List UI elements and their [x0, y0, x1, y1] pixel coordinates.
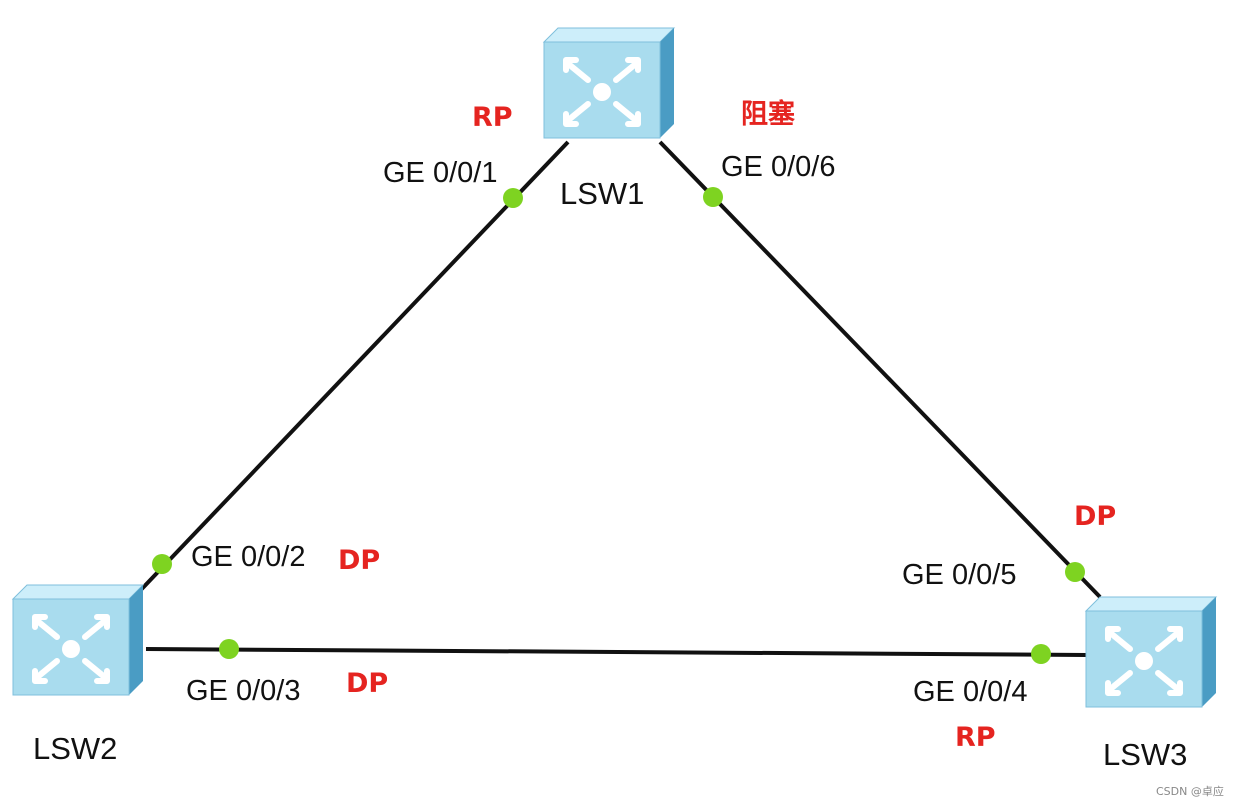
port-label-lsw3-g5: GE 0/0/5: [902, 559, 1017, 591]
port-dot-lsw3-g4: [1031, 644, 1051, 664]
port-role-lsw3-g5: DP: [1074, 501, 1117, 532]
switch-lsw3[interactable]: [1086, 597, 1216, 707]
link-lsw2-lsw3: [145, 647, 1087, 657]
l3-switch-icon: [544, 28, 674, 138]
port-role-lsw1-g6: 阻塞: [741, 99, 795, 130]
switch-lsw2[interactable]: [13, 585, 143, 695]
switch-lsw1[interactable]: [544, 28, 674, 138]
link-lsw1-lsw2: [134, 140, 570, 597]
port-dot-lsw3-g5: [1065, 562, 1085, 582]
port-role-lsw1-g1: RP: [472, 102, 513, 133]
port-dot-lsw1-g1: [503, 188, 523, 208]
l3-switch-icon: [1086, 597, 1216, 707]
l3-switch-icon: [13, 585, 143, 695]
port-dot-lsw1-g6: [703, 187, 723, 207]
port-dot-lsw2-g3: [219, 639, 239, 659]
port-role-lsw2-g2: DP: [338, 545, 381, 576]
port-role-lsw3-g4: RP: [955, 722, 996, 753]
switch-label-lsw1: LSW1: [560, 176, 645, 211]
port-role-lsw2-g3: DP: [346, 668, 389, 699]
port-label-lsw2-g3: GE 0/0/3: [186, 675, 301, 707]
port-label-lsw1-g6: GE 0/0/6: [721, 151, 836, 183]
port-label-lsw3-g4: GE 0/0/4: [913, 676, 1028, 708]
port-label-lsw2-g2: GE 0/0/2: [191, 541, 306, 573]
link-lsw1-lsw3: [658, 140, 1102, 599]
switch-label-lsw3: LSW3: [1103, 737, 1188, 772]
watermark: CSDN @卓应: [1156, 785, 1224, 798]
switch-label-lsw2: LSW2: [33, 731, 118, 766]
port-dot-lsw2-g2: [152, 554, 172, 574]
port-label-lsw1-g1: GE 0/0/1: [383, 157, 498, 189]
